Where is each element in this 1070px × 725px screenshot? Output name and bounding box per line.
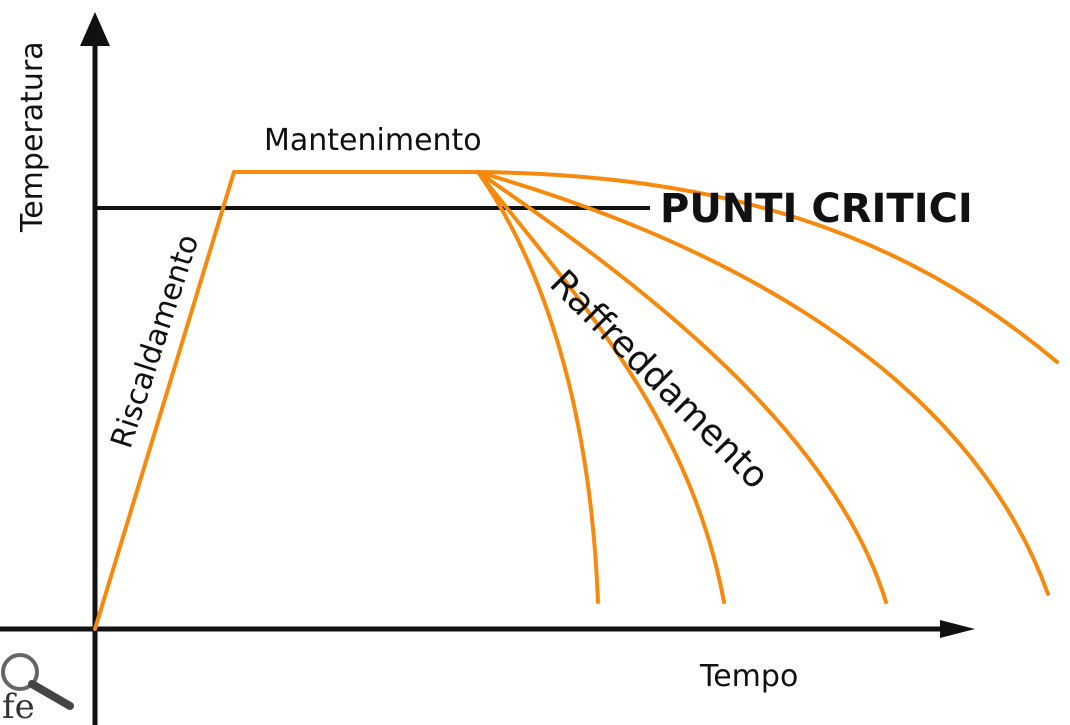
- temperature-curves: [93, 170, 1059, 631]
- cooling-curve-4: [476, 170, 1050, 596]
- y-axis-arrowhead: [80, 12, 110, 46]
- cooling-curve-5: [476, 170, 1059, 364]
- cooling-curve-2: [476, 170, 726, 604]
- logo: fe: [1, 653, 74, 725]
- critical-points-label: PUNTI CRITICI: [660, 186, 973, 232]
- logo-magnifier-icon: [1, 653, 39, 691]
- cooling-curve-3: [476, 170, 888, 604]
- x-axis-label: Tempo: [699, 659, 798, 694]
- x-axis-arrowhead: [940, 620, 975, 638]
- axes: [0, 12, 975, 725]
- cooling-curve-1: [476, 170, 600, 604]
- logo-magnifier-handle: [28, 680, 74, 710]
- heating-label: Riscaldamento: [104, 230, 206, 452]
- holding-label: Mantenimento: [264, 123, 482, 158]
- heating-holding-curve: [93, 170, 480, 631]
- logo-text: fe: [2, 687, 35, 725]
- y-axis-label: Temperatura: [15, 41, 50, 233]
